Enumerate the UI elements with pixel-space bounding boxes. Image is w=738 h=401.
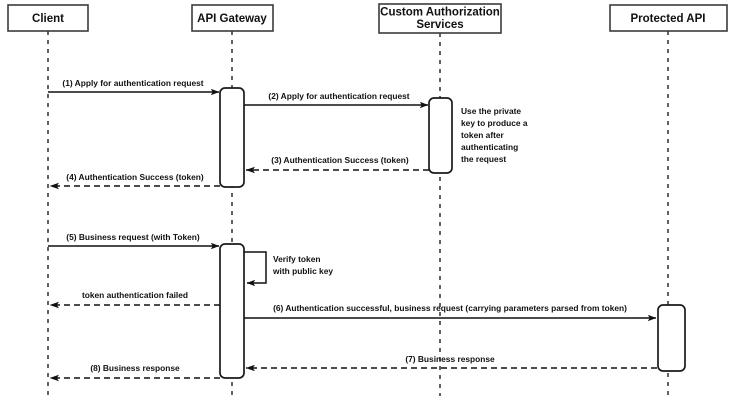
actor-header-authsvc[interactable]: Custom Authorization Services	[378, 3, 502, 34]
actor-label-client: Client	[32, 13, 64, 25]
actor-label-authsvc-line1: Custom Authorization	[380, 7, 500, 19]
actor-header-client[interactable]: Client	[7, 4, 89, 32]
note-line-4: authenticating	[461, 142, 518, 152]
activation-authsvc[interactable]	[428, 97, 453, 174]
message-6-label: (6) Authentication successful, business …	[273, 303, 627, 313]
note-line-5: the request	[461, 154, 506, 164]
message-2[interactable]: (2) Apply for authentication request	[244, 91, 429, 109]
message-3[interactable]: (3) Authentication Success (token)	[245, 155, 429, 174]
actor-label-authsvc-line2: Services	[416, 19, 463, 31]
message-7-label: (7) Business response	[405, 354, 495, 364]
actor-box-gateway[interactable]	[191, 4, 274, 32]
message-3-label: (3) Authentication Success (token)	[271, 155, 409, 165]
message-4-label: (4) Authentication Success (token)	[66, 172, 204, 182]
message-2-label: (2) Apply for authentication request	[268, 91, 409, 101]
note-line-1: Use the private	[461, 106, 521, 116]
actor-label-gateway: API Gateway	[197, 13, 267, 25]
message-4[interactable]: (4) Authentication Success (token)	[49, 172, 220, 190]
actor-header-protected[interactable]: Protected API	[609, 4, 728, 32]
message-6[interactable]: (6) Authentication successful, business …	[244, 303, 657, 322]
note-line-2: key to produce a	[461, 118, 528, 128]
lifelines	[47, 31, 669, 396]
activation-protected[interactable]	[657, 304, 686, 372]
self-message-arrow[interactable]	[244, 251, 267, 287]
message-5-label: (5) Business request (with Token)	[66, 232, 200, 242]
message-8[interactable]: (8) Business response	[49, 363, 220, 382]
message-token-auth-failed-label: token authentication failed	[82, 290, 188, 300]
note-line-3: token after	[461, 130, 505, 140]
activation-gateway-auth[interactable]	[219, 87, 245, 188]
message-1[interactable]: (1) Apply for authentication request	[48, 78, 220, 96]
activation-gateway-business[interactable]	[219, 243, 245, 379]
note-private-key: Use the private key to produce a token a…	[461, 106, 528, 164]
message-token-auth-failed[interactable]: token authentication failed	[49, 290, 220, 309]
actor-box-protected[interactable]	[609, 4, 728, 32]
actor-header-gateway[interactable]: API Gateway	[191, 4, 274, 32]
self-message-line-1: Verify token	[273, 254, 320, 264]
message-1-label: (1) Apply for authentication request	[62, 78, 203, 88]
message-7[interactable]: (7) Business response	[245, 354, 657, 372]
actor-label-protected: Protected API	[631, 13, 706, 25]
self-message-line-2: with public key	[272, 266, 333, 276]
actor-box-authsvc[interactable]	[378, 3, 502, 34]
message-8-label: (8) Business response	[90, 363, 180, 373]
activation-bars	[219, 87, 686, 379]
self-message-verify-token[interactable]: Verify token with public key	[244, 251, 333, 287]
message-5[interactable]: (5) Business request (with Token)	[48, 232, 220, 250]
actor-box-client[interactable]	[7, 4, 89, 32]
